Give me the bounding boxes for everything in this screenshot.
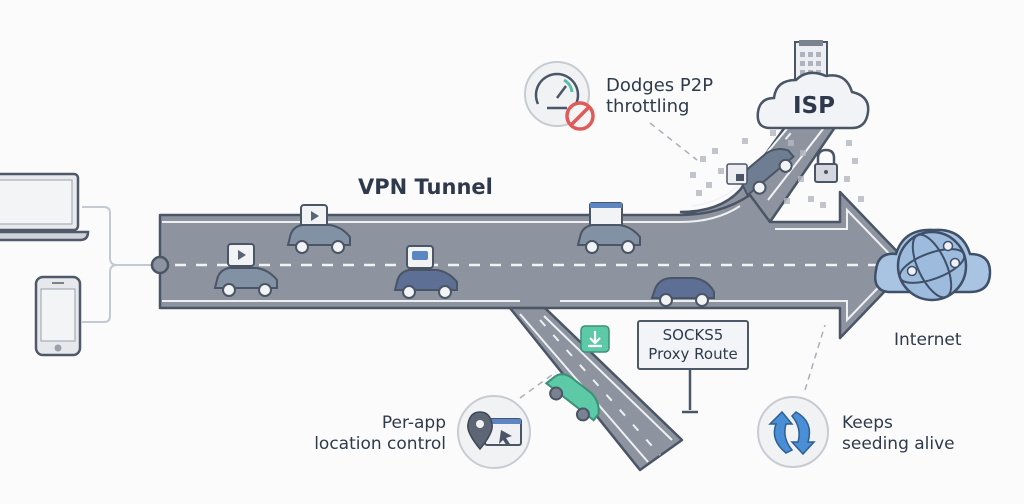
speedometer-blocked-icon xyxy=(524,61,595,131)
callout-location-line-1: Per-app xyxy=(381,413,446,433)
lock-icon xyxy=(814,148,838,183)
callout-seeding-text: Keeps seeding alive xyxy=(842,413,955,455)
callout-location-text: Per-app location control xyxy=(288,413,446,455)
sync-arrows-icon xyxy=(757,396,829,468)
callout-location-line-2: location control xyxy=(314,434,446,454)
chat-icon xyxy=(412,251,428,260)
sign-line-2: Proxy Route xyxy=(648,345,738,363)
smartphone-icon xyxy=(34,275,82,357)
play-icon xyxy=(238,250,246,260)
download-icon xyxy=(580,325,610,353)
tunnel-entry-node xyxy=(150,255,170,275)
callout-connectors xyxy=(519,122,826,399)
vpn-tunnel-title: VPN Tunnel xyxy=(358,175,493,199)
cloud-building-icon xyxy=(756,40,870,130)
callout-seeding-line-2: seeding alive xyxy=(842,434,955,454)
globe-cloud-icon xyxy=(874,228,992,302)
socks5-proxy-sign: SOCKS5 Proxy Route xyxy=(637,320,749,370)
car-plain xyxy=(650,277,715,307)
location-pin-window-icon xyxy=(457,395,531,469)
callout-seeding-line-1: Keeps xyxy=(842,413,893,433)
car-browser xyxy=(576,202,641,254)
car-video-2 xyxy=(286,204,351,254)
sign-line-1: SOCKS5 xyxy=(662,326,724,344)
device-connectors xyxy=(82,206,158,323)
laptop-icon xyxy=(0,172,90,242)
vpn-tunnel-road xyxy=(158,190,912,340)
car-chat xyxy=(393,245,458,299)
callout-throttling-line-2: throttling xyxy=(606,96,690,117)
internet-label: Internet xyxy=(894,330,962,350)
callout-throttling-line-1: Dodges P2P xyxy=(606,75,714,96)
callout-throttling-text: Dodges P2P throttling xyxy=(606,75,713,117)
encrypted-grid-icon xyxy=(726,163,748,185)
car-video-1 xyxy=(213,243,278,297)
play-icon xyxy=(311,211,319,221)
car-proxy-download xyxy=(544,373,600,422)
isp-label: ISP xyxy=(793,93,835,119)
encryption-noise-pixels xyxy=(690,130,864,208)
